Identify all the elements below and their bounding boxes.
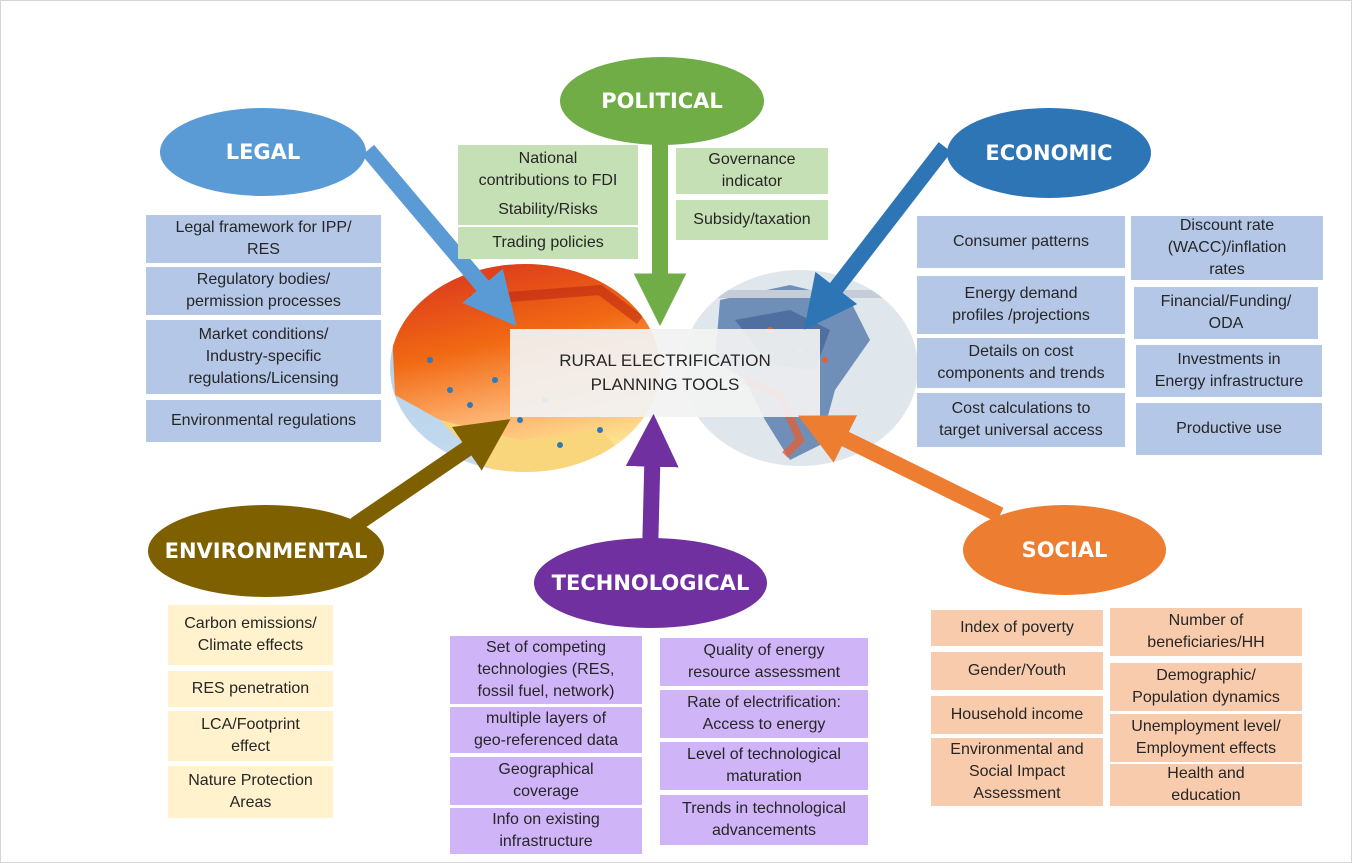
social-label: SOCIAL xyxy=(1021,538,1108,562)
technological-oval: TECHNOLOGICAL xyxy=(534,538,767,628)
economic-oval: ECONOMIC xyxy=(947,108,1151,198)
technological-arrow xyxy=(625,413,679,556)
technological-item: Quality of energy resource assessment xyxy=(660,638,868,686)
environmental-item: RES penetration xyxy=(168,671,333,707)
social-item: Number of beneficiaries/HH xyxy=(1110,608,1302,656)
environmental-arrow xyxy=(350,419,511,532)
technological-item: multiple layers of geo-referenced data xyxy=(450,707,642,753)
economic-item: Details on cost components and trends xyxy=(917,338,1125,388)
economic-item: Discount rate (WACC)/inflation rates xyxy=(1131,216,1323,280)
technological-item: Set of competing technologies (RES, foss… xyxy=(450,636,642,704)
social-item: Demographic/ Population dynamics xyxy=(1110,663,1302,711)
political-item: Stability/Risks xyxy=(458,195,638,225)
social-item: Gender/Youth xyxy=(931,652,1103,690)
legal-label: LEGAL xyxy=(225,140,301,164)
political-label: POLITICAL xyxy=(601,89,723,113)
technological-item: Level of technological maturation xyxy=(660,742,868,790)
economic-item: Consumer patterns xyxy=(917,216,1125,268)
center-title: RURAL ELECTRIFICATION PLANNING TOOLS xyxy=(510,329,820,417)
environmental-item: Carbon emissions/ Climate effects xyxy=(168,605,333,665)
legal-item: Regulatory bodies/ permission processes xyxy=(146,267,381,315)
legal-item: Environmental regulations xyxy=(146,400,381,442)
legal-item: Market conditions/ Industry-specific reg… xyxy=(146,320,381,394)
technological-item: Geographical coverage xyxy=(450,757,642,805)
social-item: Unemployment level/ Employment effects xyxy=(1110,714,1302,762)
legal-arrow xyxy=(361,144,517,327)
environmental-oval: ENVIRONMENTAL xyxy=(148,505,384,597)
environmental-item: Nature Protection Areas xyxy=(168,766,333,818)
legal-oval: LEGAL xyxy=(160,108,366,196)
technological-label: TECHNOLOGICAL xyxy=(551,571,750,595)
social-item: Environmental and Social Impact Assessme… xyxy=(931,738,1103,806)
economic-item: Productive use xyxy=(1136,403,1322,455)
economic-arrow xyxy=(804,142,952,330)
social-item: Health and education xyxy=(1110,764,1302,806)
economic-item: Financial/Funding/ ODA xyxy=(1134,287,1318,339)
environmental-item: LCA/Footprint effect xyxy=(168,711,333,761)
economic-item: Cost calculations to target universal ac… xyxy=(917,393,1125,447)
economic-label: ECONOMIC xyxy=(985,141,1113,165)
technological-item: Info on existing infrastructure xyxy=(450,808,642,854)
technological-item: Rate of electrification: Access to energ… xyxy=(660,690,868,738)
social-item: Index of poverty xyxy=(931,610,1103,646)
economic-item: Investments in Energy infrastructure xyxy=(1136,345,1322,397)
political-item: Governance indicator xyxy=(676,148,828,194)
legal-item: Legal framework for IPP/ RES xyxy=(146,215,381,263)
political-item: National contributions to FDI xyxy=(458,145,638,195)
political-item: Trading policies xyxy=(458,227,638,259)
environmental-label: ENVIRONMENTAL xyxy=(164,539,368,563)
social-item: Household income xyxy=(931,696,1103,734)
economic-item: Energy demand profiles /projections xyxy=(917,276,1125,334)
political-oval: POLITICAL xyxy=(560,57,764,145)
social-arrow xyxy=(798,415,1004,523)
political-item: Subsidy/taxation xyxy=(676,200,828,240)
technological-item: Trends in technological advancements xyxy=(660,795,868,845)
social-oval: SOCIAL xyxy=(963,505,1166,595)
